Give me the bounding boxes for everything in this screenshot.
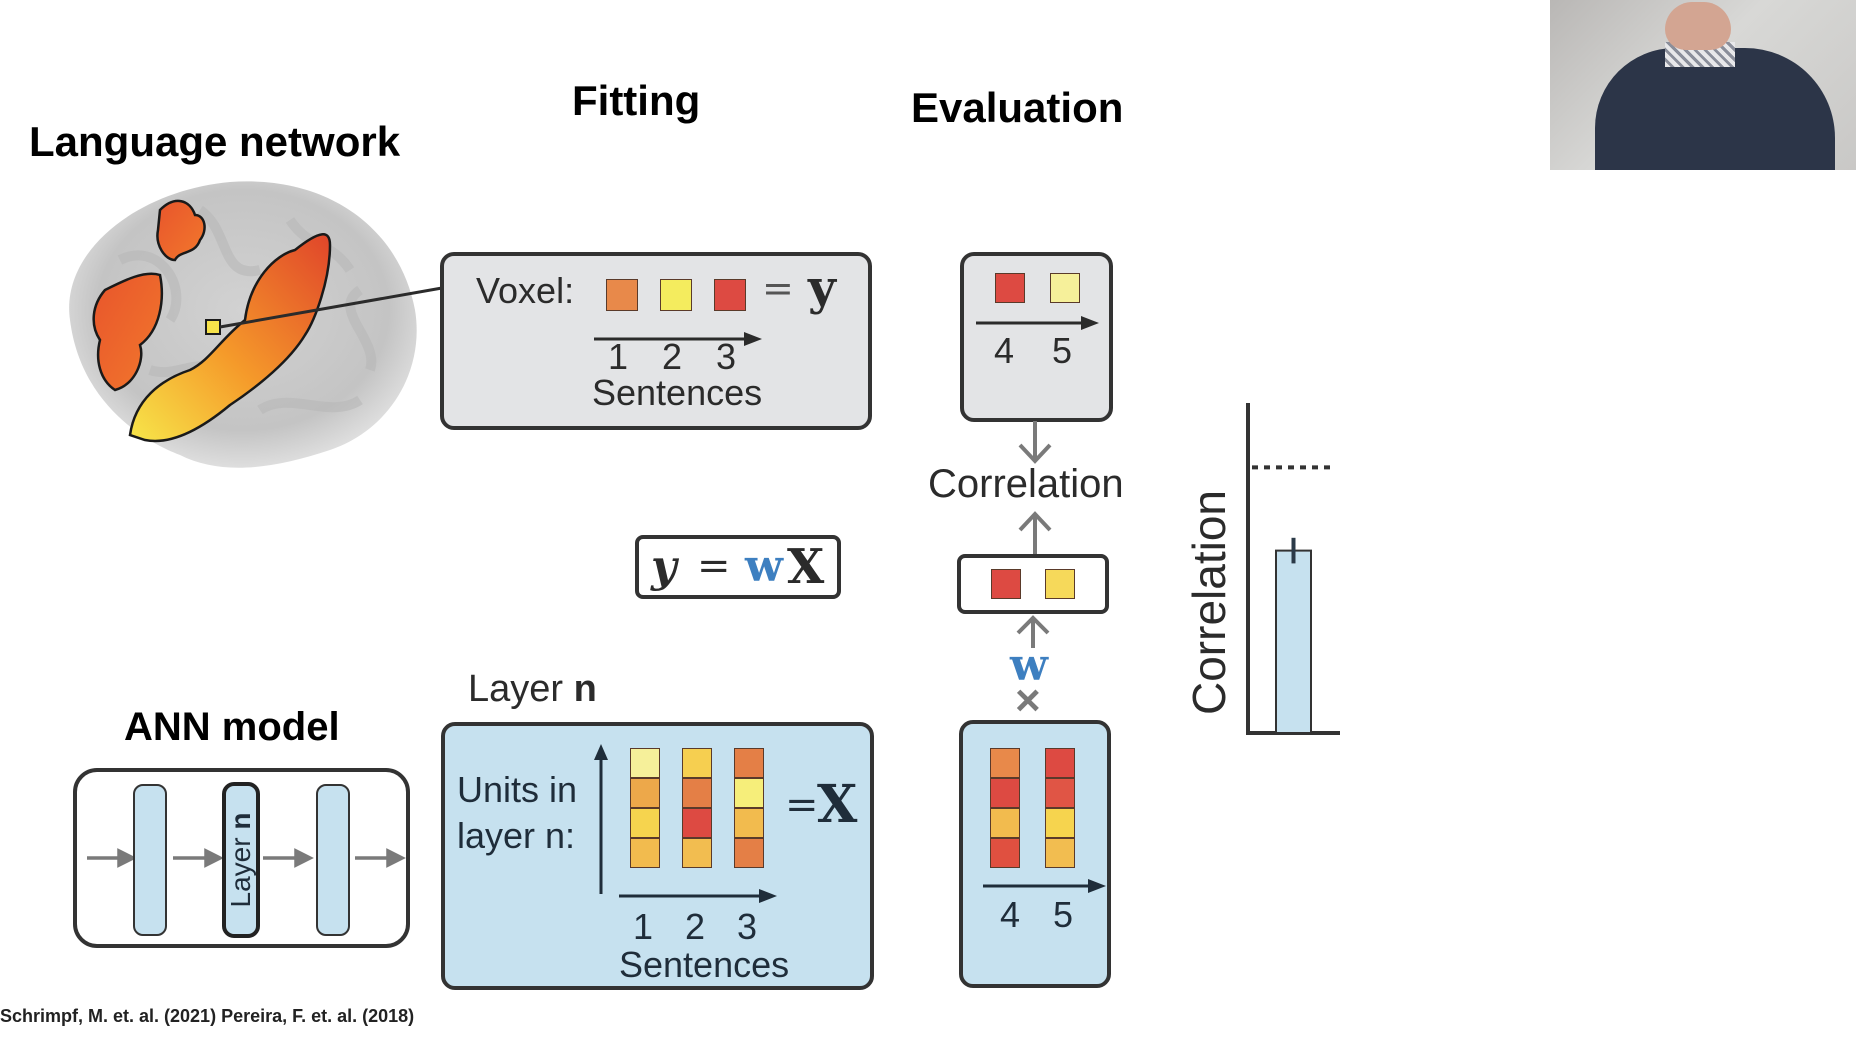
correlation-label: Correlation	[928, 462, 1124, 506]
voxel-square-1	[606, 279, 638, 311]
ann-model-box: Layer n	[73, 768, 410, 948]
units-label-line1: Units in	[457, 769, 578, 810]
eval-units-sentence-number-4: 4	[1000, 894, 1021, 935]
unit-cell	[630, 808, 660, 838]
equation-y: y	[651, 541, 677, 592]
voxel-marker	[205, 319, 221, 335]
weights-label: w	[1010, 640, 1048, 691]
units-sentence-number-1: 1	[633, 906, 654, 947]
voxel-y-variable: y	[808, 260, 836, 316]
voxel-label: Voxel:	[476, 270, 575, 311]
prediction-square-5	[1045, 569, 1075, 599]
up-arrow-icon	[1016, 615, 1050, 648]
layer-label-n: n	[573, 668, 597, 710]
unit-cell	[682, 748, 712, 778]
unit-cell	[990, 778, 1020, 808]
unit-cell	[1045, 778, 1075, 808]
sentence-number-3: 3	[716, 336, 737, 377]
equation-box: y = w X	[635, 535, 841, 599]
unit-cell	[630, 778, 660, 808]
sentence-number-2: 2	[662, 336, 683, 377]
equation-equals: =	[697, 543, 731, 589]
unit-cell	[734, 808, 764, 838]
unit-cell	[990, 838, 1020, 868]
prediction-box	[957, 554, 1109, 614]
equation-x: X	[787, 539, 825, 595]
ann-layer-n-label: Layer n	[225, 812, 256, 908]
citation-text: Schrimpf, M. et. al. (2021) Pereira, F. …	[0, 1006, 415, 1026]
eval-sentence-number-4: 4	[994, 330, 1015, 371]
unit-cell	[682, 838, 712, 868]
units-sentence-axis-arrow	[619, 889, 777, 903]
unit-cell	[990, 808, 1020, 838]
ann-layer-3	[316, 784, 350, 936]
equation-w: w	[745, 541, 783, 592]
units-sentence-number-2: 2	[685, 906, 706, 947]
unit-cell	[630, 838, 660, 868]
layer-n-label: Layer n	[468, 668, 597, 711]
ann-layer-1	[133, 784, 167, 936]
ann-arrows	[87, 848, 406, 868]
brain-illustration	[69, 181, 443, 468]
voxel-equals: =	[762, 266, 794, 310]
eval-voxel-square-5	[1050, 273, 1080, 303]
chart-bar	[1275, 549, 1312, 734]
eval-units-sentence-axis-arrow	[983, 879, 1106, 893]
units-activation-box: Units in layer n: = X 1 2 3 Sentences	[441, 722, 874, 990]
sentence-axis-arrow	[594, 332, 762, 346]
sentence-number-1: 1	[608, 336, 629, 377]
unit-cell	[630, 748, 660, 778]
presenter-body	[1595, 48, 1835, 170]
chart-ylabel: Correlation	[1183, 490, 1235, 715]
activation-region-frontal	[92, 272, 164, 392]
up-arrow-icon	[1018, 511, 1052, 555]
units-equals: =	[785, 782, 819, 828]
fitting-heading: Fitting	[572, 77, 701, 124]
ann-model-heading: ANN model	[124, 705, 340, 749]
unit-cell	[1045, 748, 1075, 778]
unit-cell	[1045, 808, 1075, 838]
voxel-square-2	[660, 279, 692, 311]
eval-sentence-axis-arrow	[976, 316, 1099, 330]
units-label-line2: layer n:	[457, 815, 576, 856]
unit-cell	[734, 748, 764, 778]
ann-layer-n: Layer n	[222, 782, 260, 938]
eval-sentence-number-5: 5	[1052, 330, 1073, 371]
units-x-variable: X	[817, 774, 858, 835]
language-network-heading: Language network	[29, 118, 401, 165]
unit-cell	[734, 778, 764, 808]
sentences-axis-label: Sentences	[592, 372, 763, 413]
correlation-bar-chart	[1246, 403, 1340, 735]
voxel-response-box: Voxel: = y 1 2 3 Sentences	[440, 252, 872, 430]
multiply-icon: ×	[1015, 676, 1041, 725]
voxel-square-3	[714, 279, 746, 311]
presenter-webcam-video	[1550, 0, 1856, 170]
eval-units-sentence-number-5: 5	[1053, 894, 1074, 935]
unit-cell	[734, 838, 764, 868]
presenter-head	[1665, 2, 1731, 50]
unit-cell	[1045, 838, 1075, 868]
prediction-square-4	[991, 569, 1021, 599]
eval-voxel-box: 4 5	[960, 252, 1113, 422]
layer-label-prefix: Layer	[468, 668, 574, 710]
units-axis-arrow	[594, 744, 608, 894]
eval-units-box: 4 5	[959, 720, 1111, 988]
activation-region-temporal	[128, 233, 332, 443]
activation-region-top	[156, 199, 206, 262]
units-sentences-axis-label: Sentences	[619, 944, 790, 985]
eval-voxel-square-4	[995, 273, 1025, 303]
unit-cell	[682, 808, 712, 838]
unit-cell	[990, 748, 1020, 778]
units-sentence-number-3: 3	[737, 906, 758, 947]
unit-cell	[682, 778, 712, 808]
evaluation-heading: Evaluation	[911, 84, 1124, 131]
down-arrow-icon	[1018, 421, 1052, 464]
